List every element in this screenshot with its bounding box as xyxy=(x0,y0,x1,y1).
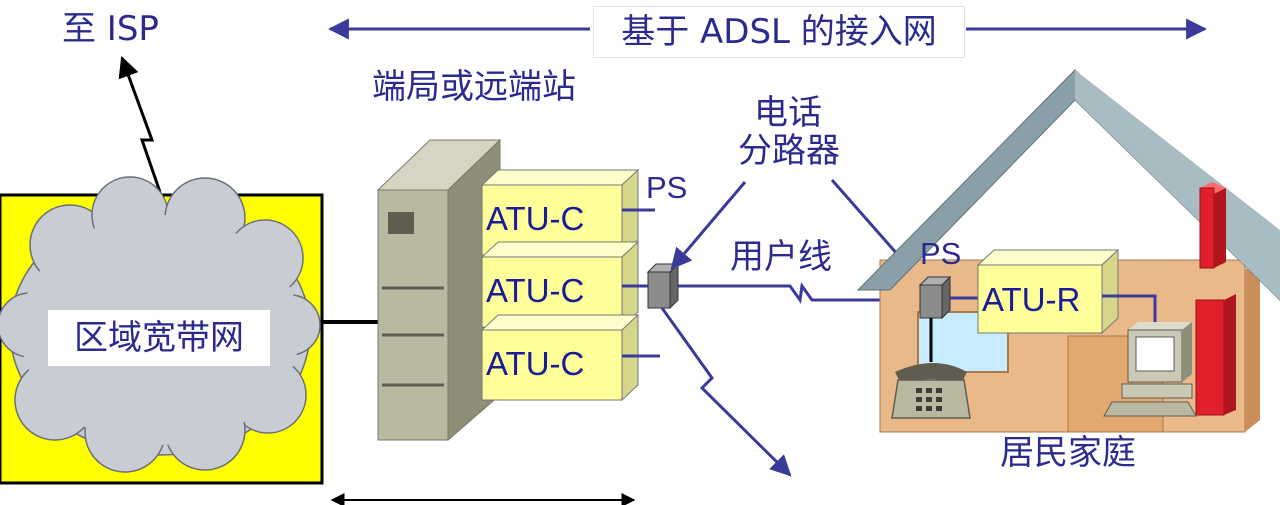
home-splitter xyxy=(918,275,952,320)
isp-uplink-line xyxy=(118,56,162,193)
atu-c-module-3 xyxy=(480,313,640,402)
isp-label: 至 ISP xyxy=(62,9,159,49)
office-splitter xyxy=(646,262,680,310)
residence-label: 居民家庭 xyxy=(1000,433,1136,473)
subscriber-line xyxy=(678,282,920,304)
ps-home-label: PS xyxy=(920,236,962,271)
atu-r-module xyxy=(976,248,1120,335)
ps-office-label: PS xyxy=(646,170,688,205)
office-label: 端局或远端站 xyxy=(372,67,576,107)
splitter-label-line1: 电话 xyxy=(754,93,822,133)
atu-c-label-3: ATU-C xyxy=(486,345,585,382)
access-network-banner: 基于 ADSL 的接入网 xyxy=(593,6,965,58)
atu-r-label: ATU-R xyxy=(982,281,1081,318)
computer-icon xyxy=(1103,322,1197,417)
subscriber-line-label: 用户线 xyxy=(730,237,832,277)
telephone-network-line xyxy=(660,307,792,477)
splitter-label-line2: 分路器 xyxy=(738,131,840,171)
regional-network-label: 区域宽带网 xyxy=(48,310,270,366)
atu-c-label-2: ATU-C xyxy=(486,272,585,309)
atu-c-label-1: ATU-C xyxy=(486,200,585,237)
telephone-icon xyxy=(891,363,971,419)
